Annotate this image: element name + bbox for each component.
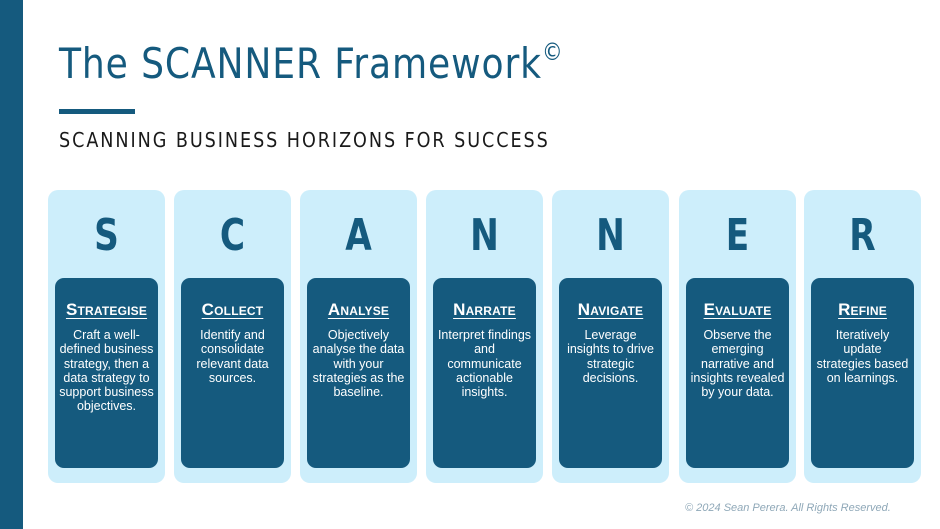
card-text: Leverage insights to drive strategic dec… xyxy=(567,328,654,385)
page-title: The SCANNER Framework© xyxy=(59,38,563,88)
copyright-footer: © 2024 Sean Perera. All Rights Reserved. xyxy=(685,502,891,514)
column-letter: C xyxy=(219,210,246,261)
card-heading: Refine xyxy=(838,300,887,319)
column-letter: N xyxy=(596,210,625,261)
copyright-mark: © xyxy=(541,38,564,66)
column-letter: A xyxy=(345,210,372,261)
card-heading: Collect xyxy=(201,300,264,319)
left-accent-bar xyxy=(0,0,23,529)
card-heading: Navigate xyxy=(577,300,644,319)
card-text: Observe the emerging narrative and insig… xyxy=(690,328,785,400)
card-text: Interpret findings and communicate actio… xyxy=(437,328,532,400)
title-underline xyxy=(59,109,135,114)
column-letter: N xyxy=(470,210,499,261)
title-text: The SCANNER Framework xyxy=(59,39,542,88)
column-letter: S xyxy=(94,210,119,261)
card-text: Objectively analyse the data with your s… xyxy=(312,328,405,400)
card-heading: Evaluate xyxy=(703,300,772,319)
card-heading: Strategise xyxy=(65,300,148,319)
column-letter: E xyxy=(725,210,750,261)
card-text: Iteratively update strategies based on l… xyxy=(816,328,909,385)
column-letter: R xyxy=(849,210,876,261)
subtitle: SCANNING BUSINESS HORIZONS FOR SUCCESS xyxy=(59,128,550,152)
card-heading: Narrate xyxy=(453,300,516,319)
card-text: Identify and consolidate relevant data s… xyxy=(196,328,269,385)
card-text: Craft a well-defined business strategy, … xyxy=(59,328,154,414)
card-heading: Analyse xyxy=(327,300,390,319)
